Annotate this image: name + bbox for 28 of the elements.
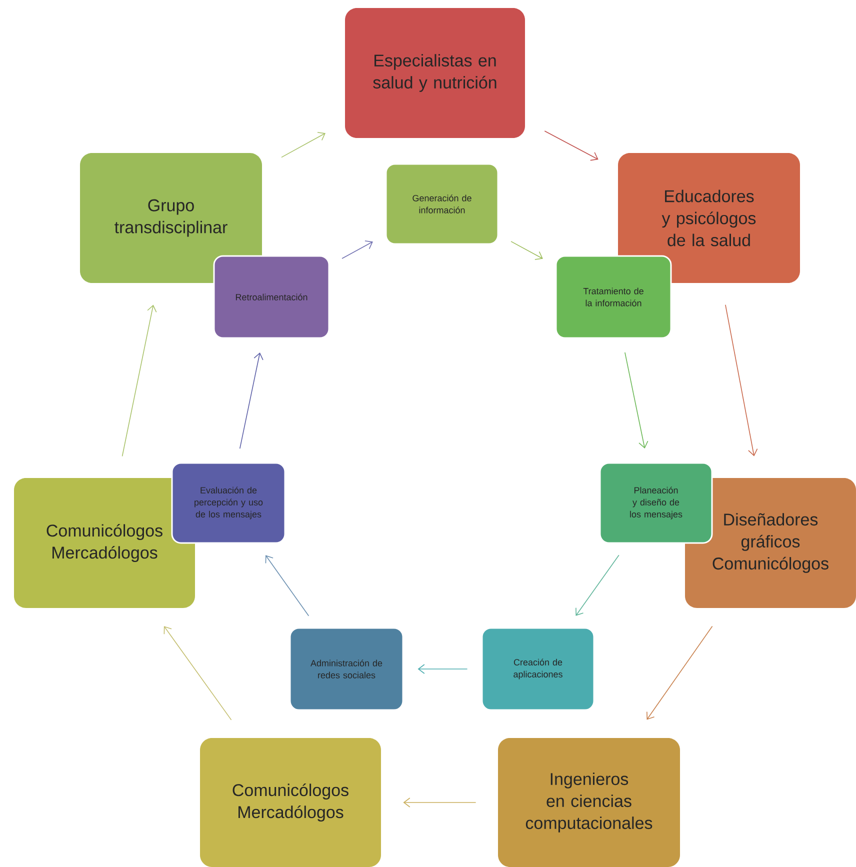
arrow — [624, 352, 648, 449]
process-box: Retroalimentación — [213, 255, 330, 339]
arrow — [122, 304, 157, 457]
role-box: Comunicólogos Mercadólogos — [14, 478, 195, 608]
process-box: Tratamiento de la información — [555, 255, 672, 339]
arrow — [544, 130, 598, 161]
role-box: Ingenieros en ciencias computacionales — [498, 738, 680, 867]
arrow — [265, 555, 310, 616]
arrow — [239, 352, 264, 449]
role-box: Grupo transdisciplinar — [80, 153, 262, 283]
arrow — [418, 664, 468, 674]
arrow — [725, 304, 758, 456]
arrow — [403, 798, 476, 808]
role-box: Especialistas en salud y nutrición — [345, 8, 525, 138]
process-box: Planeación y diseño de los mensajes — [599, 462, 713, 544]
role-box: Educadores y psicólogos de la salud — [618, 153, 800, 283]
process-box: Generación de información — [385, 163, 499, 245]
arrow — [646, 626, 713, 720]
role-box: Comunicólogos Mercadólogos — [200, 738, 381, 867]
arrow — [164, 626, 232, 720]
arrow — [576, 554, 620, 616]
arrow — [342, 240, 373, 259]
process-box: Creación de aplicaciones — [481, 627, 595, 711]
arrow — [510, 241, 543, 260]
process-box: Evaluación de percepción y uso de los mensajes — [171, 462, 286, 544]
process-box: Administración de redes sociales — [289, 627, 404, 711]
role-box: Diseñadores gráficos Comunicólogos — [685, 478, 856, 608]
arrow — [281, 132, 326, 158]
